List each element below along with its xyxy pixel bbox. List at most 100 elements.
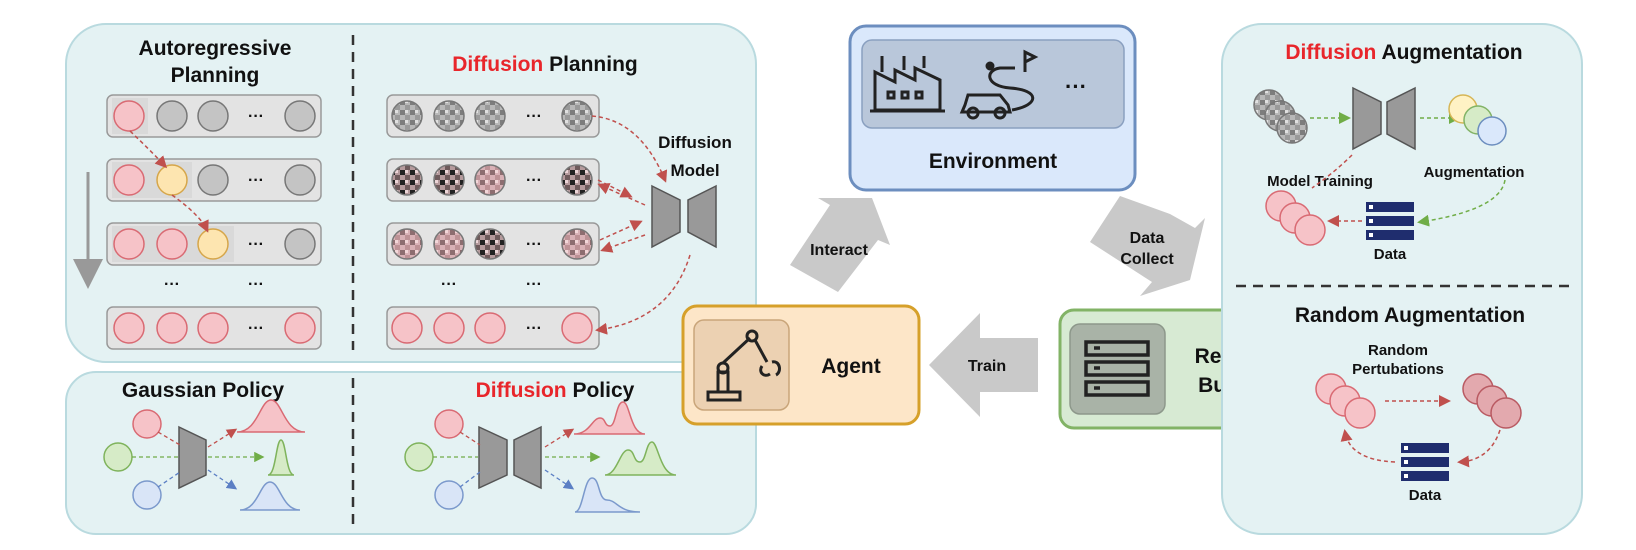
ar-gap-ellipsis-2: ··· (248, 276, 264, 293)
train-label: Train (968, 358, 1006, 375)
gp-distribution-green (267, 439, 295, 476)
ar-arrow-2 (171, 194, 209, 233)
ar-row-2-ellipsis: ··· (248, 172, 264, 189)
gp-network-icon (178, 425, 207, 490)
random-augmentation-title: Random Augmentation (1295, 304, 1525, 327)
dp-row-1-circle-last (561, 100, 593, 132)
dpol-decoder-icon (513, 425, 542, 490)
dpol-encoder-icon (478, 425, 508, 490)
da-training-link (1311, 154, 1353, 189)
dp-row-3-circle-2 (433, 228, 465, 260)
dp-gap-ellipsis-1: ··· (441, 276, 457, 293)
dp-row-4-circle-3 (474, 312, 506, 344)
dp-row-2-ellipsis: ··· (526, 172, 542, 189)
autoregressive-rows: ··· ··· ··· ··· ··· ··· (73, 94, 322, 350)
diffusion-planning-rows: ··· ··· ··· ··· ··· ··· (386, 94, 600, 350)
data-collect-arrow (1090, 196, 1205, 296)
diffusion-augmentation-graphic: Model Training Augmentation Data (1253, 86, 1525, 263)
ra-to-data-arrow (1457, 429, 1501, 468)
ar-row-3-ellipsis: ··· (248, 236, 264, 253)
dp-arrow-2-in (597, 179, 633, 198)
ar-row-1-circle-1 (113, 100, 145, 132)
diffusion-model-label-line2: Model (670, 161, 719, 180)
environment-ellipsis: ··· (1065, 74, 1087, 99)
ra-data-label: Data (1409, 487, 1442, 504)
environment-title: Environment (929, 150, 1057, 173)
dp-row-4-circle-2 (433, 312, 465, 344)
dp-row-1-circle-1 (391, 100, 423, 132)
ar-row-4-circle-2 (156, 312, 188, 344)
dp-row-2-circle-2 (433, 164, 465, 196)
ar-row-3-circle-last (284, 228, 316, 260)
ra-output-circle-3 (1490, 397, 1522, 429)
diffusion-policy-graphic (404, 401, 677, 513)
gp-arrow-blue (207, 469, 238, 490)
gaussian-policy-graphic (103, 399, 306, 511)
data-collect-label-line1: Data (1130, 230, 1165, 247)
ar-row-2-circle-3 (197, 164, 229, 196)
diffusion-planning-title: Diffusion Planning (452, 53, 638, 76)
dp-row-4-ellipsis: ··· (526, 320, 542, 337)
da-data-circle-3 (1294, 214, 1326, 246)
dpol-input-red (434, 409, 464, 439)
dp-row-1-ellipsis: ··· (526, 108, 542, 125)
diffusion-model-icon (651, 184, 717, 249)
ra-perturb-label-line1: Random (1368, 342, 1428, 359)
gp-input-blue (132, 480, 162, 510)
gp-input-green (103, 442, 133, 472)
replay-buffer-icon-panel (1069, 323, 1166, 415)
ar-row-2-circle-1 (113, 164, 145, 196)
server-icon (1084, 340, 1150, 397)
dpol-distribution-blue (574, 477, 641, 513)
dpol-distribution-green (604, 441, 677, 476)
da-augmentation-label: Augmentation (1424, 164, 1525, 181)
dpol-line-red (459, 431, 481, 446)
ar-row-2-circle-2 (156, 164, 188, 196)
dp-arrow-2-out (597, 183, 646, 206)
dp-row-4-circle-last (561, 312, 593, 344)
dp-row-1-circle-2 (433, 100, 465, 132)
dp-arrow-from-model (595, 254, 691, 335)
ra-input-circle-3 (1344, 397, 1376, 429)
gaussian-policy-title: Gaussian Policy (122, 379, 285, 402)
dp-arrow-to-model (591, 115, 668, 183)
dpol-arrow-red (544, 428, 575, 448)
dp-row-3-circle-last (561, 228, 593, 260)
gp-arrow-red (207, 428, 238, 448)
ar-row-1-circle-last (284, 100, 316, 132)
agent-title: Agent (821, 355, 881, 378)
gp-input-red (132, 409, 162, 439)
da-database-icon (1366, 202, 1414, 240)
autoregressive-title-line2: Planning (171, 64, 260, 87)
dpol-arrow-blue (544, 469, 575, 490)
data-collect-label-line2: Collect (1120, 251, 1174, 268)
ra-perturb-label-line2: Pertubations (1352, 361, 1444, 378)
ar-row-4-circle-1 (113, 312, 145, 344)
interact-arrow (790, 198, 890, 292)
ar-row-1-circle-2 (156, 100, 188, 132)
dp-arrow-3-in (599, 220, 643, 241)
dpol-distribution-red (573, 401, 646, 435)
dp-row-1-circle-3 (474, 100, 506, 132)
diffusion-model-label-line1: Diffusion (658, 133, 732, 152)
factory-icon (870, 56, 945, 113)
interact-label: Interact (810, 242, 868, 259)
ar-row-1-circle-3 (197, 100, 229, 132)
diffusion-model-decoder (687, 184, 717, 249)
diffusion-policy-title-rest: Policy (572, 379, 634, 402)
dp-row-2-circle-3 (474, 164, 506, 196)
ar-row-1-ellipsis: ··· (248, 108, 264, 125)
gp-distribution-blue (239, 481, 301, 511)
gp-line-blue (157, 471, 181, 488)
ar-row-3-circle-3 (197, 228, 229, 260)
robot-arm-icon (706, 329, 781, 402)
diffusion-planning-title-rest: Planning (549, 53, 638, 76)
route-car-icon (959, 49, 1039, 120)
ra-database-icon (1401, 443, 1449, 481)
da-data-label: Data (1374, 246, 1407, 263)
da-model-training-label: Model Training (1267, 173, 1373, 190)
diffusion-augmentation-title-rest: Augmentation (1381, 41, 1522, 64)
dp-row-4-circle-1 (391, 312, 423, 344)
diffusion-augmentation-title-red: Diffusion (1285, 41, 1376, 64)
